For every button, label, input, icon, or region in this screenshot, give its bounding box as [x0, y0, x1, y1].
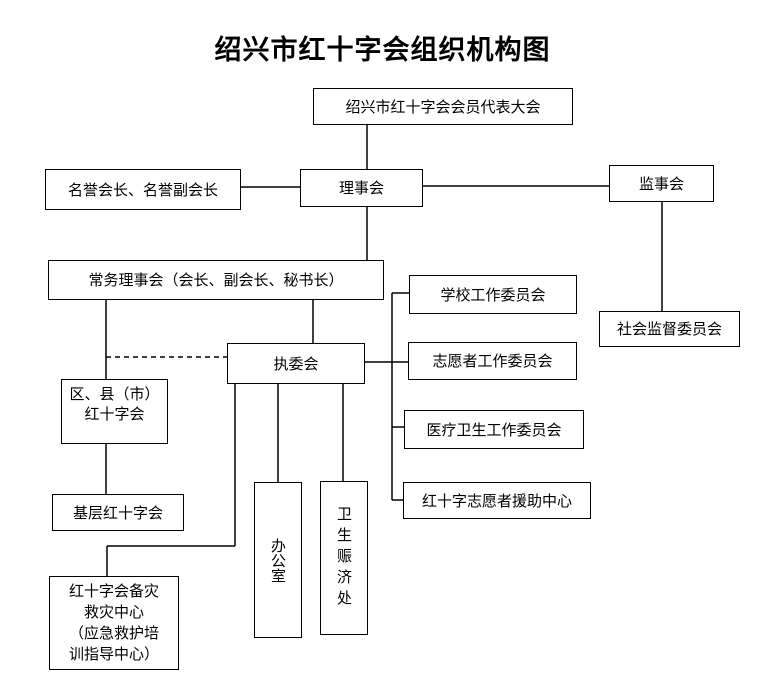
node-health-relief-dept: 卫生赈济处	[320, 481, 368, 635]
node-school-committee: 学校工作委员会	[409, 275, 577, 314]
node-disaster-center: 红十字会备灾 救灾中心 （应急救护培 训指导中心）	[49, 576, 179, 670]
node-honorary: 名誉会长、名誉副会长	[45, 169, 241, 210]
node-standing-council: 常务理事会（会长、副会长、秘书长）	[48, 260, 384, 300]
node-supervisory-board: 监事会	[609, 165, 714, 202]
node-office: 办公室	[254, 482, 302, 638]
node-grassroots: 基层红十字会	[52, 494, 184, 531]
node-district-county: 区、县（市） 红十字会	[61, 379, 168, 444]
node-executive-committee: 执委会	[227, 343, 365, 384]
node-medical-committee: 医疗卫生工作委员会	[404, 410, 584, 449]
node-congress: 绍兴市红十字会会员代表大会	[313, 88, 573, 125]
node-volunteer-committee: 志愿者工作委员会	[408, 342, 577, 380]
node-social-supervision-committee: 社会监督委员会	[599, 311, 740, 347]
chart-title: 绍兴市红十字会组织机构图	[214, 35, 551, 66]
node-volunteer-aid-center: 红十字志愿者援助中心	[403, 482, 591, 519]
node-council: 理事会	[300, 169, 423, 207]
